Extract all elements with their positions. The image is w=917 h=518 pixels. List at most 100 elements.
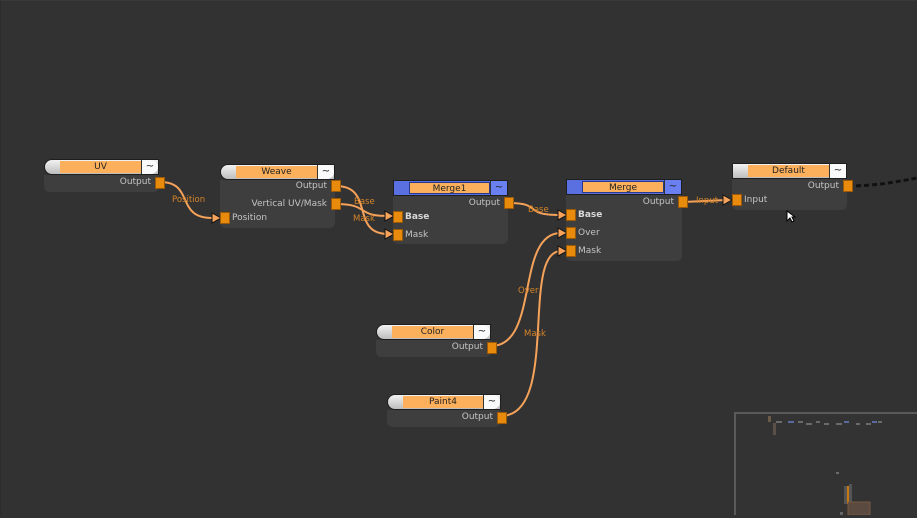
node-merge[interactable]: Merge ~ Output Base Over Mask xyxy=(566,179,688,261)
input-label: Base xyxy=(578,210,603,220)
input-label: Base xyxy=(405,212,430,222)
node-paint4[interactable]: Paint4 ~ Output xyxy=(387,394,507,427)
node-title: UV xyxy=(60,161,141,173)
minimap-mark xyxy=(849,484,852,504)
node-uv[interactable]: UV ~ Output xyxy=(44,159,165,192)
input-port[interactable] xyxy=(220,212,230,224)
node-menu-button[interactable]: ~ xyxy=(141,160,158,174)
node-header[interactable]: Default ~ xyxy=(732,163,847,179)
node-header[interactable]: Paint4 ~ xyxy=(387,394,501,410)
node-title: Merge xyxy=(582,181,664,193)
output-label: Output xyxy=(295,181,327,191)
node-header-selected[interactable]: Merge1 ~ xyxy=(393,180,508,196)
node-menu-button[interactable]: ~ xyxy=(490,181,507,195)
minimap-mark xyxy=(836,423,842,425)
node-body: Output Vertical UV/Mask Position xyxy=(220,180,341,228)
arrow-default-input xyxy=(722,194,734,206)
output-port[interactable] xyxy=(843,180,853,192)
input-port[interactable] xyxy=(566,209,576,221)
node-default[interactable]: Default ~ Output Input xyxy=(732,163,853,210)
node-menu-button[interactable]: ~ xyxy=(829,164,846,178)
input-port[interactable] xyxy=(393,229,403,241)
output-port[interactable] xyxy=(504,197,514,209)
input-label: Input xyxy=(744,195,768,205)
output-label: Output xyxy=(468,198,500,208)
input-label: Position xyxy=(232,213,268,223)
minimap-mark xyxy=(816,421,820,423)
output-port[interactable] xyxy=(331,198,341,210)
node-body: Output Base Mask xyxy=(393,196,514,244)
input-port[interactable] xyxy=(566,245,576,257)
output-label: Output xyxy=(451,342,483,352)
input-label: Over xyxy=(578,228,600,238)
minimap-thumbnails xyxy=(768,416,882,516)
output-label: Output xyxy=(642,197,674,207)
minimap-mark xyxy=(768,416,771,422)
node-menu-button[interactable]: ~ xyxy=(317,165,334,179)
node-color[interactable]: Color ~ Output xyxy=(376,324,497,357)
mouse-cursor-icon xyxy=(786,210,796,223)
output-port[interactable] xyxy=(678,196,688,208)
minimap-mark xyxy=(878,421,882,423)
minimap-mark xyxy=(856,423,860,425)
minimap-mark xyxy=(824,423,829,425)
input-port[interactable] xyxy=(732,194,742,206)
minimap-mark xyxy=(836,472,839,474)
node-title: Color xyxy=(392,326,473,338)
minimap-mark xyxy=(776,421,782,423)
node-menu-button[interactable]: ~ xyxy=(483,395,500,409)
minimap-viewport xyxy=(847,501,871,516)
minimap-mark xyxy=(773,423,776,435)
output-label: Output xyxy=(807,181,839,191)
node-title: Merge1 xyxy=(409,182,490,194)
node-header-selected[interactable]: Merge ~ xyxy=(566,179,682,195)
node-body: Output xyxy=(44,175,165,192)
output-label: Output xyxy=(119,177,151,187)
node-body: Output xyxy=(387,410,507,427)
wire-label-default-input: Input xyxy=(696,196,719,206)
output-label: Output xyxy=(461,412,493,422)
canvas-top-border xyxy=(0,0,917,1)
output-port[interactable] xyxy=(487,342,497,354)
minimap-mark xyxy=(788,421,794,423)
input-port[interactable] xyxy=(393,211,403,223)
node-title: Paint4 xyxy=(403,396,483,408)
node-menu-button[interactable]: ~ xyxy=(664,180,681,194)
minimap-mark xyxy=(866,423,871,425)
input-label: Mask xyxy=(578,246,602,256)
node-merge1[interactable]: Merge1 ~ Output Base Mask xyxy=(393,180,514,244)
minimap-mark xyxy=(840,512,843,515)
wire-default-output-dashed xyxy=(847,176,917,188)
output-label: Vertical UV/Mask xyxy=(251,199,327,209)
node-title: Default xyxy=(748,165,829,177)
node-header[interactable]: Weave ~ xyxy=(220,164,335,180)
wire-weave-output-to-merge1-mask xyxy=(335,185,389,235)
wire-label-merge-mask: Mask xyxy=(524,329,546,339)
minimap-mark xyxy=(847,486,849,504)
node-weave[interactable]: Weave ~ Output Vertical UV/Mask Position xyxy=(220,164,341,228)
node-body: Output Input xyxy=(732,179,853,210)
minimap-mark xyxy=(844,421,849,423)
minimap-mark xyxy=(844,486,847,504)
minimap-mark xyxy=(798,421,803,423)
node-header[interactable]: UV ~ xyxy=(44,159,159,175)
wire-label-merge1-mask: Mask xyxy=(353,214,375,224)
node-menu-button[interactable]: ~ xyxy=(473,325,490,339)
output-port[interactable] xyxy=(497,412,507,424)
input-port[interactable] xyxy=(566,227,576,239)
wire-label-position: Position xyxy=(172,195,206,205)
node-body: Output xyxy=(376,340,497,357)
node-body: Output Base Over Mask xyxy=(566,195,688,261)
output-port[interactable] xyxy=(331,180,341,192)
output-port[interactable] xyxy=(155,177,165,189)
wire-label-merge1-base: Base xyxy=(354,197,375,207)
graph-minimap[interactable] xyxy=(734,412,917,516)
node-header[interactable]: Color ~ xyxy=(376,324,491,340)
wire-label-merge-base: Base xyxy=(528,205,549,215)
minimap-mark xyxy=(806,423,812,425)
minimap-mark xyxy=(872,421,877,423)
wire-label-merge-over: Over xyxy=(518,286,539,296)
canvas-left-border xyxy=(0,0,1,515)
input-label: Mask xyxy=(405,230,429,240)
node-title: Weave xyxy=(236,166,317,178)
